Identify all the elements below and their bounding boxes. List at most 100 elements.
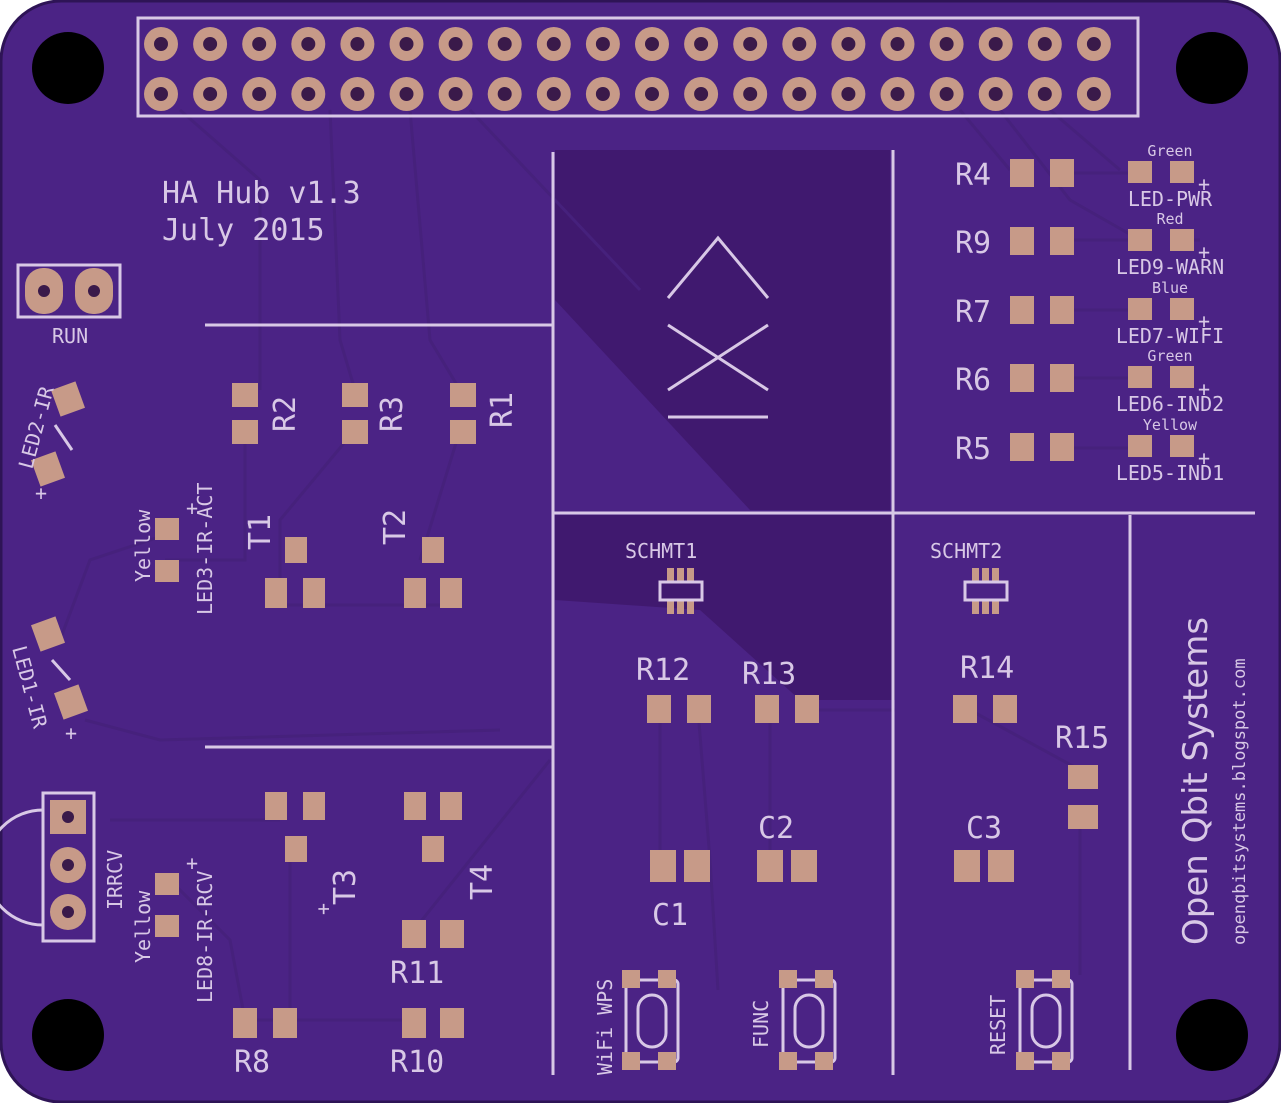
resistor-pad [1010, 227, 1034, 255]
led-pad [1128, 435, 1152, 457]
led3-name-label: LED3-IR-ACT [193, 483, 217, 615]
header-pin-hole [595, 37, 610, 51]
led2-ir [30, 381, 86, 487]
header-pin-hole [546, 87, 561, 101]
header-pin-hole [890, 37, 905, 51]
led-name-label: LED-PWR [1128, 187, 1213, 211]
led-color-label: Green [1147, 142, 1192, 160]
header-pin-hole [1037, 37, 1052, 51]
r2-label: R2 [268, 396, 303, 432]
header-pin-hole [350, 87, 365, 101]
led-pad [1170, 229, 1194, 251]
header-pin-hole [841, 87, 856, 101]
irrcv-label: IRRCV [103, 850, 127, 910]
header-pin-hole [252, 87, 267, 101]
header-pin-hole [792, 87, 807, 101]
led-plus-label: + [1198, 446, 1210, 470]
reset-label: RESET [986, 995, 1010, 1055]
header-pin-hole [203, 87, 218, 101]
run-jumper [16, 263, 122, 319]
r2 [232, 383, 258, 444]
r12-label: R12 [636, 653, 690, 688]
resistor-pad [1010, 296, 1034, 324]
r15-label: R15 [1055, 721, 1109, 756]
header-pin-hole [154, 37, 168, 51]
r10 [402, 1008, 464, 1038]
resistor-label: R5 [955, 432, 991, 467]
led-plus-label: + [1198, 240, 1210, 264]
wifi-wps-button[interactable] [622, 970, 680, 1070]
r12 [647, 695, 711, 723]
led8-color-label: Yellow [131, 890, 155, 963]
t3-plus: + [311, 903, 335, 915]
t1-label: T1 [243, 514, 278, 550]
led-color-label: Yellow [1143, 416, 1198, 434]
header-pin-hole [645, 87, 659, 101]
header-pin-hole [792, 37, 807, 51]
header-pin-hole [399, 87, 414, 101]
r14 [953, 695, 1017, 723]
led-name-label: LED7-WIFI [1116, 324, 1224, 348]
header-pin-hole [1086, 37, 1101, 51]
led-pad [1170, 366, 1194, 388]
header-pin-hole [154, 87, 168, 101]
copper-pour-top-center [555, 150, 890, 510]
r15 [1068, 765, 1098, 829]
led-pad [1128, 229, 1152, 251]
func-button[interactable] [779, 970, 837, 1070]
led3-color-label: Yellow [131, 509, 155, 582]
header-pin-hole [448, 37, 463, 51]
t1 [265, 537, 325, 608]
led3-plus: + [186, 496, 198, 520]
header-pin-hole [694, 87, 709, 101]
mounting-hole-bottom-left [32, 999, 104, 1071]
r8 [233, 1008, 297, 1038]
header-pin-hole [939, 87, 954, 101]
mounting-hole-top-right [1176, 32, 1248, 104]
right-led-column: R4Green+LED-PWRR9Red+LED9-WARNR7Blue+LED… [955, 142, 1224, 485]
header-pin-hole [595, 87, 610, 101]
mounting-hole-bottom-right [1176, 999, 1248, 1071]
led-color-label: Red [1156, 210, 1183, 228]
gpio-header [136, 16, 1140, 118]
header-pin-hole [546, 37, 561, 51]
t2 [404, 537, 462, 608]
header-pin-hole [743, 37, 758, 51]
led-pad [1128, 366, 1152, 388]
header-pin-hole [988, 87, 1003, 101]
company-website: openqbitsystems.blogspot.com [1230, 658, 1250, 945]
resistor-pad [1010, 433, 1034, 461]
mounting-holes [32, 32, 1248, 1071]
schmt1-label: SCHMT1 [625, 539, 697, 563]
resistor-pad [1010, 159, 1034, 187]
led-color-label: Blue [1152, 279, 1188, 297]
resistor-pad [1050, 296, 1074, 324]
header-pin-hole [1086, 87, 1101, 101]
header-pin-hole [890, 87, 905, 101]
led2-ir-plus: + [35, 481, 47, 505]
led1-ir-plus: + [65, 721, 77, 745]
led8-name-label: LED8-IR-RCV [193, 871, 217, 1003]
header-pin-hole [497, 87, 512, 101]
header-pin-hole [399, 37, 414, 51]
header-pin-hole [301, 37, 316, 51]
r1 [450, 383, 476, 444]
led-name-label: LED6-IND2 [1116, 392, 1224, 416]
header-pin-hole [645, 37, 659, 51]
run-label: RUN [52, 324, 88, 348]
board-title: HA Hub v1.3 [162, 176, 361, 211]
c2-label: C2 [758, 811, 794, 846]
silkscreen-dividers [205, 150, 1255, 1075]
reset-button[interactable] [1016, 970, 1074, 1070]
ir-receiver [0, 791, 96, 943]
header-pin-hole [694, 37, 709, 51]
header-pin-hole [350, 37, 365, 51]
c3 [954, 850, 1014, 882]
resistor-pad [1050, 364, 1074, 392]
header-pin-hole [203, 37, 218, 51]
schmt1 [658, 568, 704, 614]
c1 [650, 850, 710, 882]
c3-label: C3 [966, 811, 1002, 846]
t4-label: T4 [465, 864, 500, 900]
r8-label: R8 [234, 1045, 270, 1080]
